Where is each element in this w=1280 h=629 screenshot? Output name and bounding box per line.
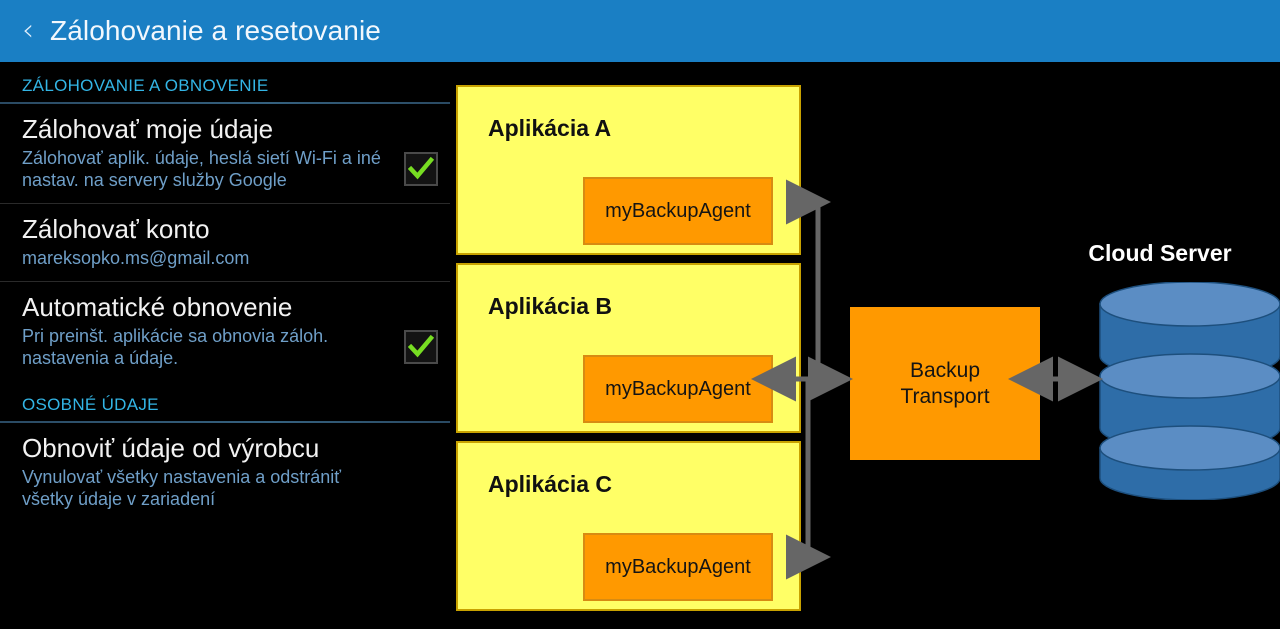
pref-text-group: Automatické obnovenie Pri preinšt. aplik…: [0, 292, 392, 369]
app-box-c: Aplikácia C myBackupAgent: [456, 441, 801, 611]
settings-list[interactable]: ZÁLOHOVANIE A OBNOVENIE Zálohovať moje ú…: [0, 62, 450, 629]
app-label-c: Aplikácia C: [488, 471, 612, 497]
pref-widget-slot: [392, 114, 450, 186]
pref-row-automatic-restore[interactable]: Automatické obnovenie Pri preinšt. aplik…: [0, 282, 450, 381]
checkbox-backup-my-data[interactable]: [404, 152, 438, 186]
agent-box-c: myBackupAgent: [583, 533, 773, 601]
pref-row-factory-reset[interactable]: Obnoviť údaje od výrobcu Vynulovať všetk…: [0, 423, 450, 522]
pref-title: Obnoviť údaje od výrobcu: [22, 433, 320, 463]
agent-box-b: myBackupAgent: [583, 355, 773, 423]
page-title: Zálohovanie a resetovanie: [50, 15, 381, 46]
arrow-transport-to-app-c: [786, 379, 831, 580]
pref-row-backup-account[interactable]: Zálohovať konto mareksopko.ms@gmail.com: [0, 204, 450, 282]
pref-summary-account-email: mareksopko.ms@gmail.com: [22, 248, 250, 268]
back-chevron-icon[interactable]: ‹: [22, 13, 34, 48]
pref-title: Automatické obnovenie: [22, 292, 293, 322]
backup-transport-label-line2: Transport: [900, 384, 990, 408]
pref-summary: Vynulovať všetky nastavenia a odstrániť …: [22, 467, 342, 509]
section-header-backup: ZÁLOHOVANIE A OBNOVENIE: [22, 76, 269, 95]
pref-title: Zálohovať konto: [22, 214, 210, 244]
agent-box-a: myBackupAgent: [583, 177, 773, 245]
action-bar: ‹ Zálohovanie a resetovanie: [0, 0, 1280, 62]
checkmark-icon: [408, 156, 434, 180]
section-divider: [0, 102, 450, 104]
cloud-server-disk-stack: [1099, 282, 1280, 500]
pref-text-group: Obnoviť údaje od výrobcu Vynulovať všetk…: [0, 433, 392, 510]
pref-widget-slot: [392, 292, 450, 364]
checkmark-icon: [408, 334, 434, 358]
backup-architecture-diagram: Aplikácia A myBackupAgent Aplikácia B my…: [450, 62, 1280, 629]
backup-transport-label: Backup Transport: [900, 358, 989, 410]
pref-text-group: Zálohovať moje údaje Zálohovať aplik. úd…: [0, 114, 392, 191]
section-header-personal-data: OSOBNÉ ÚDAJE: [22, 395, 159, 414]
disk-cylinder-3: [1099, 425, 1280, 500]
app-label-a: Aplikácia A: [488, 115, 612, 141]
pref-title: Zálohovať moje údaje: [22, 114, 274, 144]
section-divider: [0, 421, 450, 423]
pref-text-group: Zálohovať konto mareksopko.ms@gmail.com: [0, 214, 392, 269]
app-box-a: Aplikácia A myBackupAgent: [456, 85, 801, 255]
pref-row-backup-my-data[interactable]: Zálohovať moje údaje Zálohovať aplik. úd…: [0, 104, 450, 204]
checkbox-automatic-restore[interactable]: [404, 330, 438, 364]
pref-widget-slot: [392, 214, 450, 252]
backup-transport-label-line1: Backup: [909, 358, 981, 382]
pref-summary: Zálohovať aplik. údaje, heslá sietí Wi-F…: [22, 148, 381, 190]
diagram-arrows: [751, 179, 1103, 580]
arrow-transport-to-app-a: [786, 179, 831, 379]
app-label-b: Aplikácia B: [488, 293, 612, 319]
pref-summary: Pri preinšt. aplikácie sa obnovia záloh.…: [22, 326, 329, 368]
app-box-b: Aplikácia B myBackupAgent: [456, 263, 801, 433]
pref-widget-slot: [392, 433, 450, 471]
cloud-server-label: Cloud Server: [1088, 240, 1232, 266]
